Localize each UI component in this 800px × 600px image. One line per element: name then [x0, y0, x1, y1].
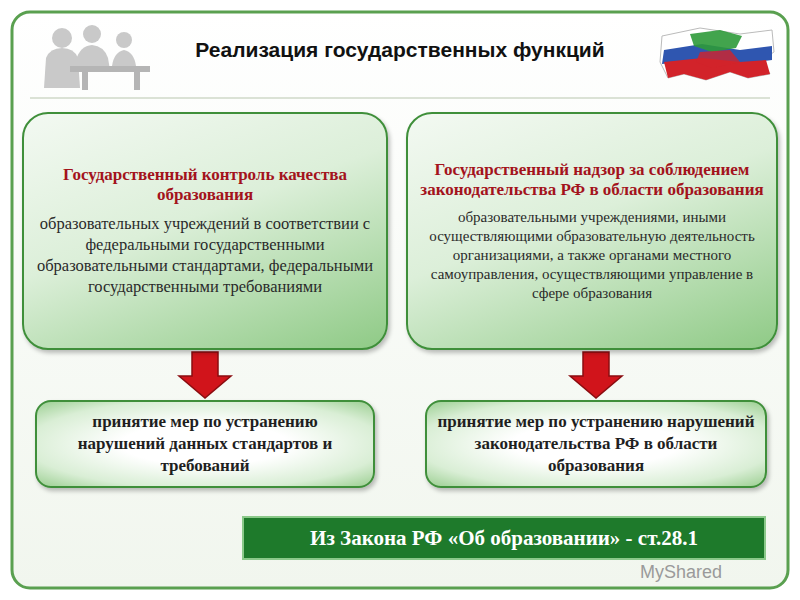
measures-box: принятие мер по устранению нарушений дан… — [35, 400, 375, 488]
slide-frame — [12, 12, 788, 588]
header-rule — [30, 97, 770, 99]
region-map-flag — [660, 28, 774, 80]
box-heading: Государственный контроль качества образо… — [34, 165, 376, 205]
box-text: принятие мер по устранению нарушений дан… — [47, 411, 363, 477]
box-text: Из Закона РФ «Об образовании» - ст.28.1 — [310, 525, 698, 551]
slide-title: Реализация государственных функций — [150, 38, 650, 62]
block-arrow — [570, 352, 622, 398]
box-text: образовательными учреждениями, иными осу… — [418, 208, 766, 303]
source-bar: Из Закона РФ «Об образовании» - ст.28.1 — [242, 516, 766, 560]
box-text: образовательных учреждений в соответстви… — [34, 213, 376, 297]
control-box: Государственный контроль качества образо… — [22, 112, 388, 350]
watermark: MyShared — [640, 562, 722, 583]
box-heading: Государственный надзор за соблюдением за… — [418, 160, 766, 200]
block-arrow — [179, 352, 231, 398]
supervision-box: Государственный надзор за соблюдением за… — [406, 112, 778, 350]
people-silhouette — [44, 25, 150, 90]
box-text: принятие мер по устранению нарушений зак… — [437, 411, 755, 477]
measures-box: принятие мер по устранению нарушений зак… — [425, 400, 767, 488]
